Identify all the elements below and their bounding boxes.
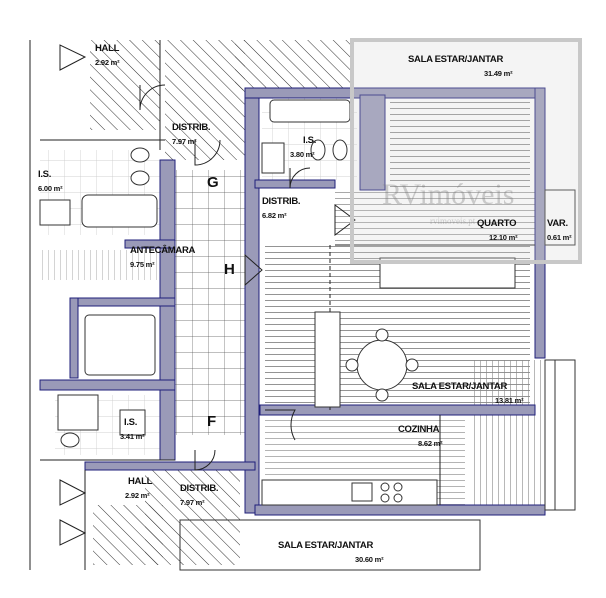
hob	[380, 482, 390, 492]
marker-f: F	[207, 413, 217, 430]
marker-g: G	[207, 174, 219, 191]
sink-left	[39, 199, 71, 226]
room-label-sala-top: SALA ESTAR/JANTAR	[408, 54, 504, 65]
toilet-bottom	[60, 432, 80, 448]
room-label-quarto: QUARTO	[477, 218, 517, 229]
watermark-site: rvimoveis.pt	[430, 216, 476, 226]
watermark-frame	[350, 38, 582, 264]
room-label-hall-bottom: HALL	[128, 476, 153, 487]
room-label-var: VAR.	[547, 218, 568, 229]
room-area-is-mid: 3.80 m²	[290, 150, 315, 159]
room-label-cozinha: COZINHA	[398, 424, 440, 435]
room-area-distrib-mid: 6.82 m²	[262, 211, 287, 220]
room-label-is-bottom: I.S.	[124, 417, 138, 428]
room-label-hall-top: HALL	[95, 43, 120, 54]
room-area-hall-top: 2.92 m²	[95, 58, 120, 67]
bidet-left	[130, 170, 150, 186]
hatched-areas	[90, 40, 350, 565]
marker-h: H	[224, 261, 235, 278]
room-label-distrib-bottom: DISTRIB.	[180, 483, 219, 494]
room-area-quarto: 12.10 m²	[489, 233, 518, 242]
bathtub-bottom	[84, 314, 156, 376]
room-label-antecamara: ANTECÂMARA	[130, 245, 196, 256]
balconies	[179, 189, 576, 571]
room-label-sala-bottom: SALA ESTAR/JANTAR	[278, 540, 374, 551]
room-area-is-left: 6.00 m²	[38, 184, 63, 193]
furniture	[39, 99, 516, 506]
walls	[39, 87, 546, 516]
shower-tray	[57, 394, 99, 431]
room-label-distrib-top: DISTRIB.	[172, 122, 211, 133]
room-area-distrib-top: 7.97 m²	[172, 137, 197, 146]
room-area-cozinha: 8.62 m²	[418, 439, 443, 448]
room-area-distrib-bottom: 7.97 m²	[180, 498, 205, 507]
watermark-brand: RVimóveis	[382, 178, 515, 211]
room-area-hall-bottom: 2.92 m²	[125, 491, 150, 500]
room-label-sala-mid: SALA ESTAR/JANTAR	[412, 381, 508, 392]
bathtub-left	[81, 194, 158, 228]
room-area-sala-bottom: 30.60 m²	[355, 555, 384, 564]
room-area-var: 0.61 m²	[547, 233, 572, 242]
room-area-antecamara: 9.75 m²	[130, 260, 155, 269]
room-area-sala-top: 31.49 m²	[484, 69, 513, 78]
room-label-is-left: I.S.	[38, 169, 52, 180]
bathtub-top	[269, 99, 351, 123]
room-label-is-mid: I.S.	[303, 135, 317, 146]
toilet-left	[130, 147, 150, 163]
dining-table	[356, 339, 408, 391]
room-area-sala-mid: 13.81 m²	[495, 396, 524, 405]
counter-island	[314, 311, 341, 408]
room-area-is-bottom: 3.41 m²	[120, 432, 145, 441]
sink-top	[261, 142, 285, 174]
room-label-distrib-mid: DISTRIB.	[262, 196, 301, 207]
kitchen-counter	[261, 479, 438, 506]
wall-lines	[29, 40, 535, 570]
kitchen-sink	[351, 482, 373, 502]
toilet-top	[310, 139, 326, 161]
bidet-top	[332, 139, 348, 161]
sink-bottom	[119, 409, 146, 436]
doors	[59, 44, 356, 546]
